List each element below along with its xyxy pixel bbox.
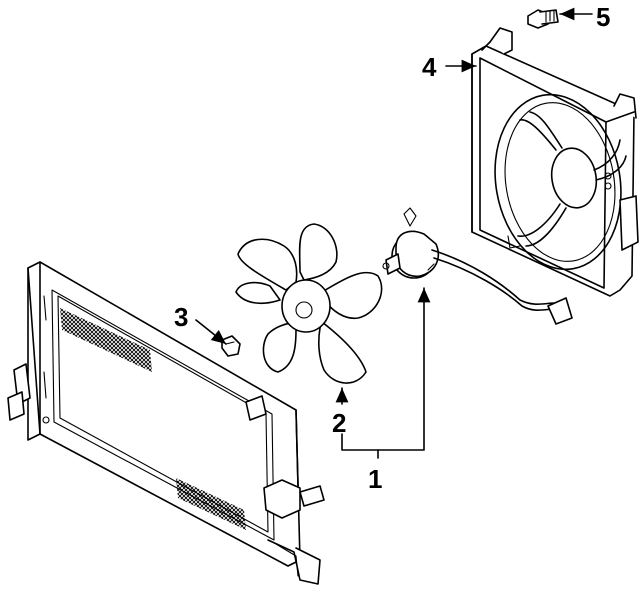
condenser-fins-upper: [60, 308, 152, 372]
fan-motor: [382, 207, 573, 325]
fan-shroud: [471, 27, 639, 297]
callout-labels: 1 2 3 4 5: [174, 2, 610, 494]
condenser-fins-lower: [176, 478, 246, 530]
connector-plug: [547, 297, 573, 325]
callout-4: 4: [422, 52, 437, 82]
callout-5: 5: [596, 2, 610, 32]
callout-leaders: [195, 7, 593, 459]
fan-blade: [235, 223, 383, 384]
condenser: [7, 261, 325, 585]
callout-1: 1: [368, 464, 382, 494]
retainer-clip: [221, 335, 241, 357]
fan-hub: [281, 279, 331, 333]
callout-2: 2: [332, 408, 346, 438]
callout-3: 3: [174, 302, 188, 332]
mounting-bolt: [527, 9, 559, 29]
